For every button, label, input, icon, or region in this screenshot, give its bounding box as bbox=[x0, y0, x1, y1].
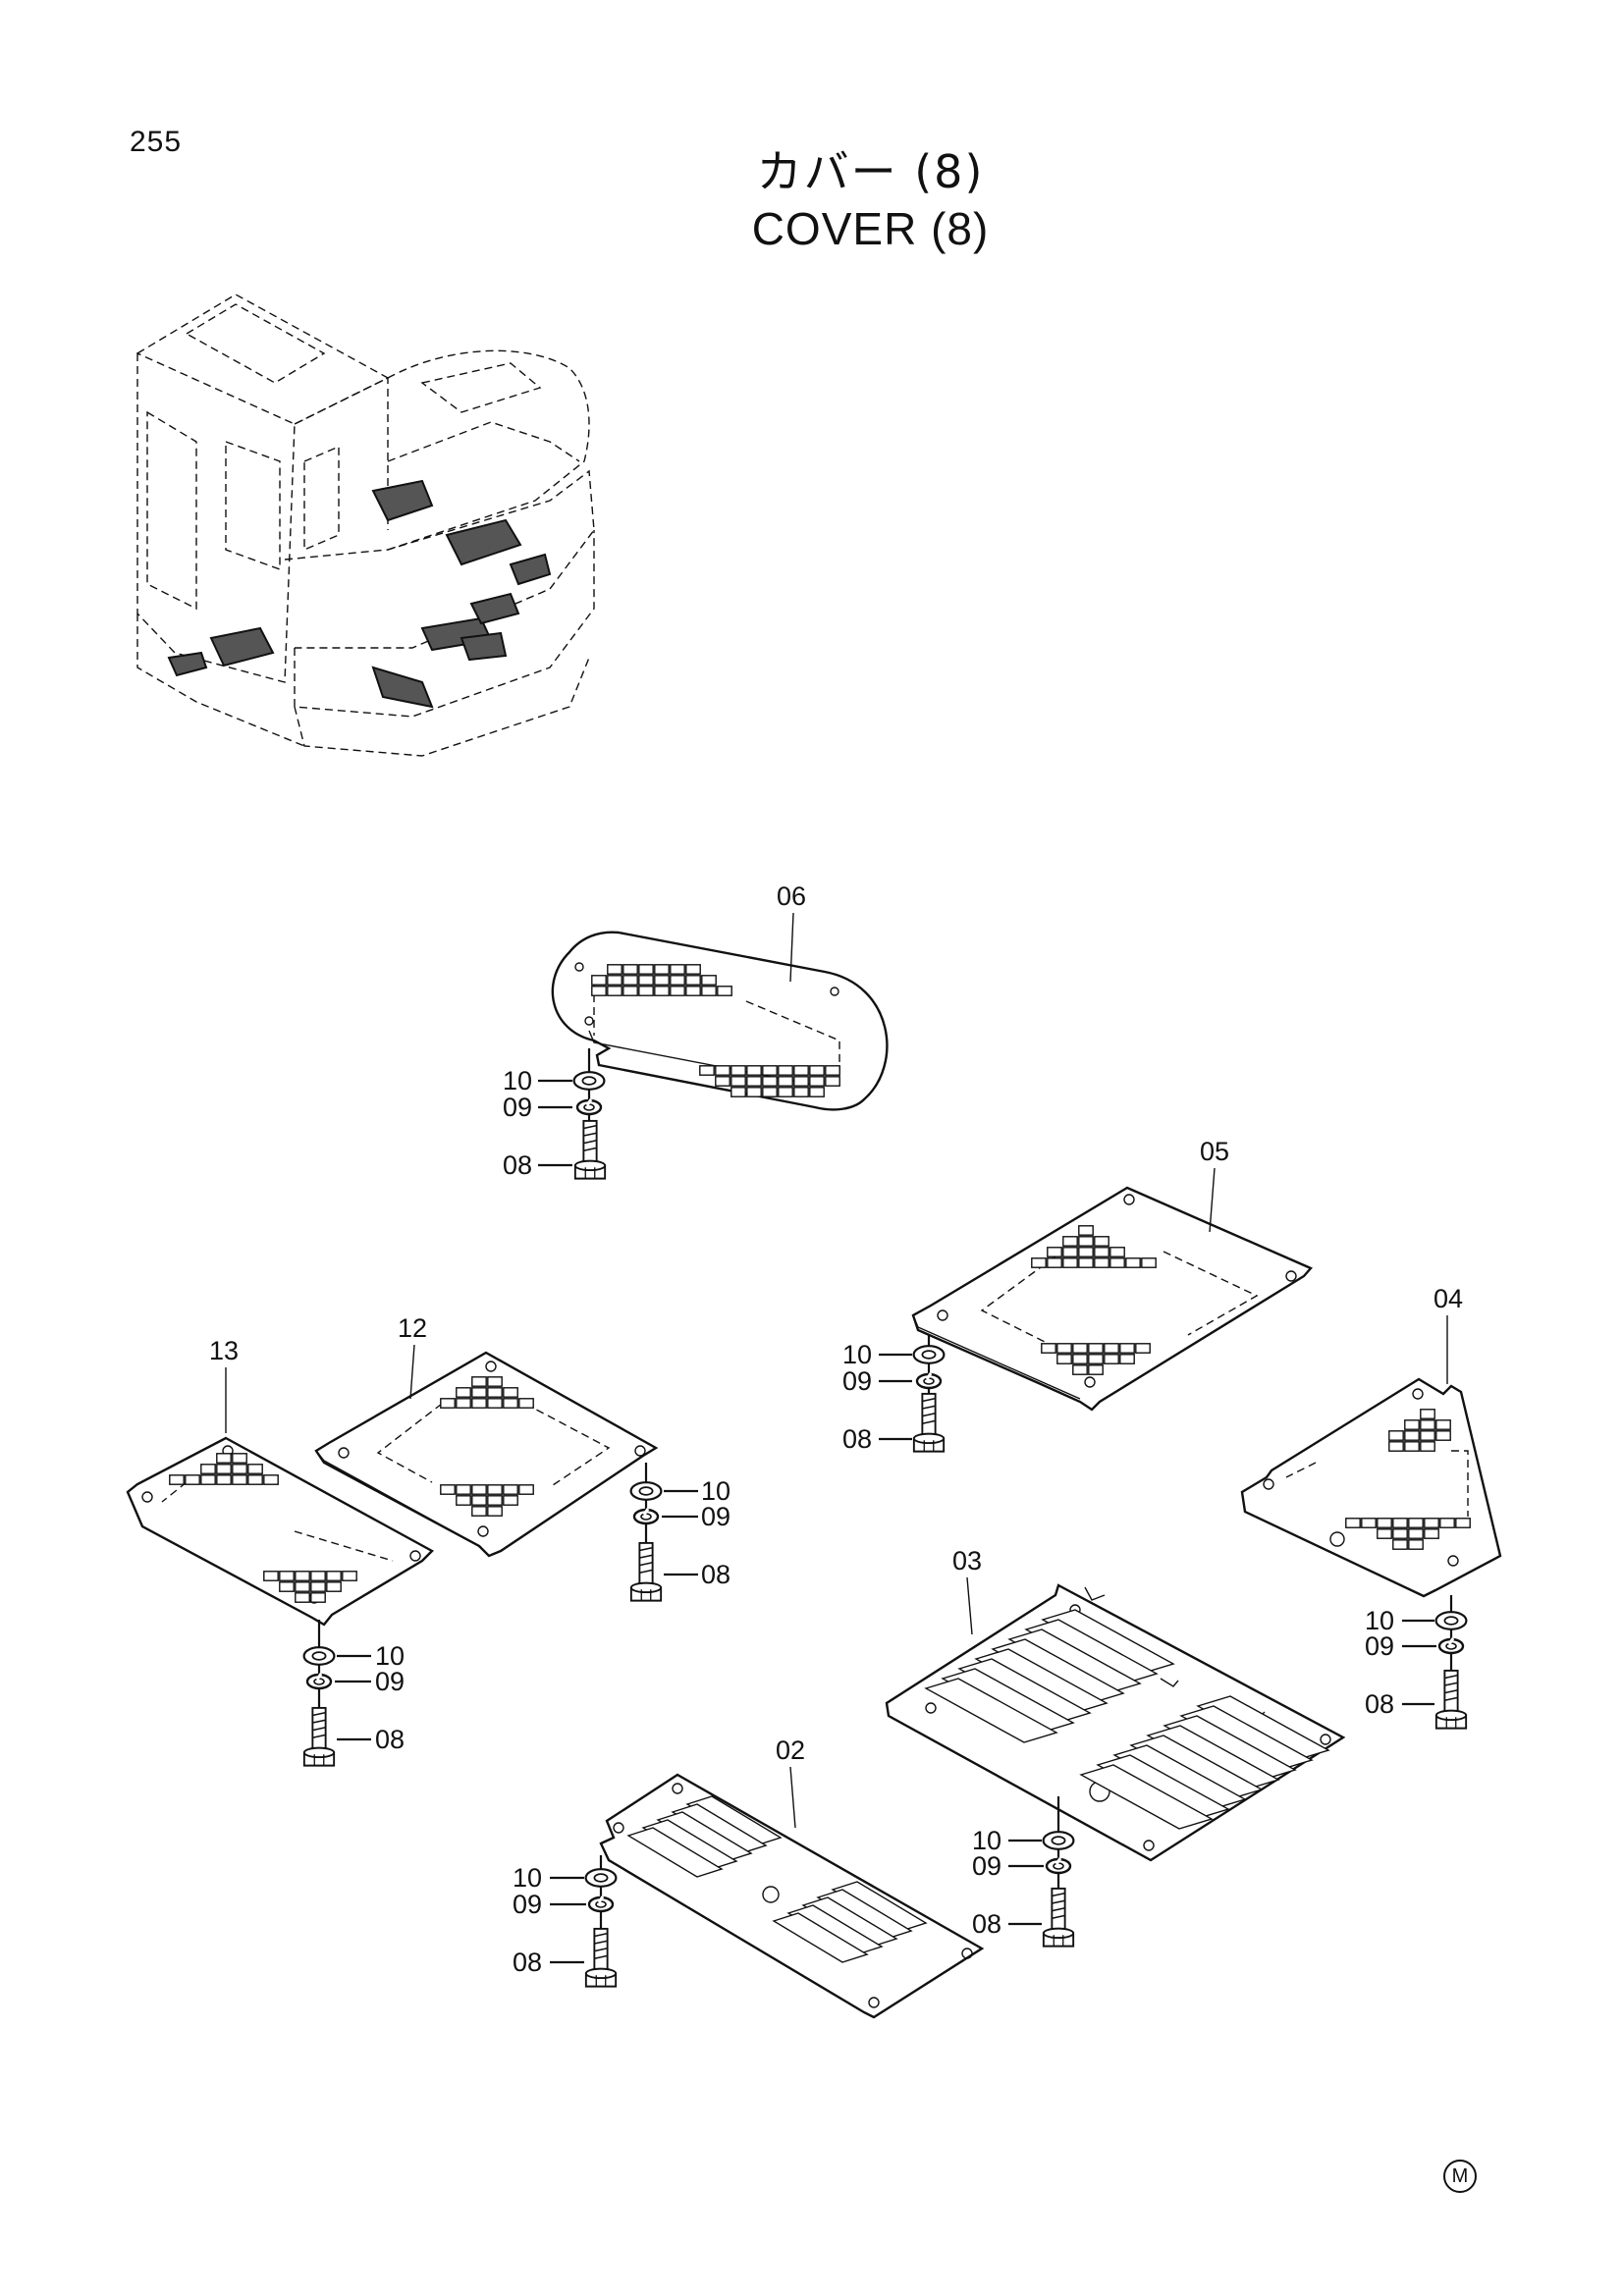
callout-09: 09 bbox=[972, 1851, 1001, 1881]
callout-05: 05 bbox=[1200, 1137, 1229, 1166]
page-number: 255 bbox=[130, 126, 183, 158]
callout-08: 08 bbox=[513, 1948, 542, 1977]
callout-13: 13 bbox=[209, 1336, 239, 1365]
callout-10: 10 bbox=[842, 1340, 872, 1369]
manufacturer-mark: M bbox=[1443, 2160, 1477, 2193]
lock-washer-icon bbox=[575, 1097, 603, 1116]
callout-10: 10 bbox=[1365, 1606, 1394, 1635]
callout-10: 10 bbox=[513, 1863, 542, 1893]
callout-10: 10 bbox=[375, 1641, 405, 1671]
hex-bolt-icon bbox=[629, 1541, 663, 1602]
callout-02: 02 bbox=[776, 1735, 805, 1765]
excavator-overview-illustration bbox=[136, 294, 595, 757]
lock-washer-icon bbox=[587, 1895, 615, 1913]
cover-part-02: 02 10 09 08 bbox=[513, 1735, 985, 2019]
louvre-slots bbox=[626, 1795, 928, 1963]
louvre-slots bbox=[924, 1609, 1330, 1830]
callout-08: 08 bbox=[375, 1725, 405, 1754]
flat-washer-icon bbox=[629, 1481, 663, 1501]
title-japanese: カバー (8) bbox=[756, 145, 985, 198]
callout-09: 09 bbox=[375, 1667, 405, 1696]
hex-bolt-icon bbox=[912, 1392, 946, 1453]
hex-bolt-icon bbox=[1042, 1887, 1075, 1948]
flat-washer-icon bbox=[1042, 1831, 1075, 1850]
callout-09: 09 bbox=[842, 1366, 872, 1396]
callout-12: 12 bbox=[398, 1313, 427, 1343]
flat-washer-icon bbox=[1434, 1611, 1468, 1630]
flat-washer-icon bbox=[302, 1646, 336, 1666]
page-title: カバー (8) COVER (8) bbox=[59, 143, 1623, 257]
lock-washer-icon bbox=[1045, 1856, 1072, 1875]
lock-washer-icon bbox=[1437, 1636, 1465, 1655]
callout-03: 03 bbox=[952, 1546, 982, 1575]
cover-part-13: 13 10 09 08 bbox=[126, 1336, 434, 1767]
callout-08: 08 bbox=[1365, 1689, 1394, 1719]
hex-bolt-icon bbox=[302, 1706, 336, 1767]
hex-bolt-icon bbox=[1434, 1669, 1468, 1730]
callout-08: 08 bbox=[701, 1560, 730, 1589]
callout-04: 04 bbox=[1434, 1284, 1463, 1313]
cover-part-05: 05 10 09 08 bbox=[842, 1137, 1313, 1454]
hex-bolt-icon bbox=[573, 1119, 607, 1180]
flat-washer-icon bbox=[584, 1868, 618, 1888]
lock-washer-icon bbox=[632, 1507, 660, 1525]
cover-part-04: 04 10 09 08 bbox=[1240, 1284, 1502, 1730]
callout-09: 09 bbox=[1365, 1631, 1394, 1661]
callout-08: 08 bbox=[972, 1909, 1001, 1939]
callout-10: 10 bbox=[503, 1066, 532, 1095]
hex-bolt-icon bbox=[584, 1927, 618, 1988]
cover-part-03: 03 10 09 08 bbox=[885, 1546, 1346, 1948]
callout-08: 08 bbox=[503, 1150, 532, 1180]
cover-part-12: 12 10 09 08 bbox=[314, 1313, 730, 1602]
title-english: COVER (8) bbox=[751, 203, 990, 254]
callout-09: 09 bbox=[701, 1502, 730, 1531]
callout-10: 10 bbox=[972, 1826, 1001, 1855]
cover-part-06: 06 10 09 08 bbox=[503, 881, 889, 1180]
lock-washer-icon bbox=[305, 1672, 333, 1690]
flat-washer-icon bbox=[572, 1071, 606, 1091]
callout-06: 06 bbox=[777, 881, 806, 911]
lock-washer-icon bbox=[915, 1371, 943, 1390]
flat-washer-icon bbox=[912, 1345, 946, 1364]
callout-09: 09 bbox=[503, 1093, 532, 1122]
callout-09: 09 bbox=[513, 1890, 542, 1919]
callout-08: 08 bbox=[842, 1424, 872, 1454]
callout-10: 10 bbox=[701, 1476, 730, 1506]
